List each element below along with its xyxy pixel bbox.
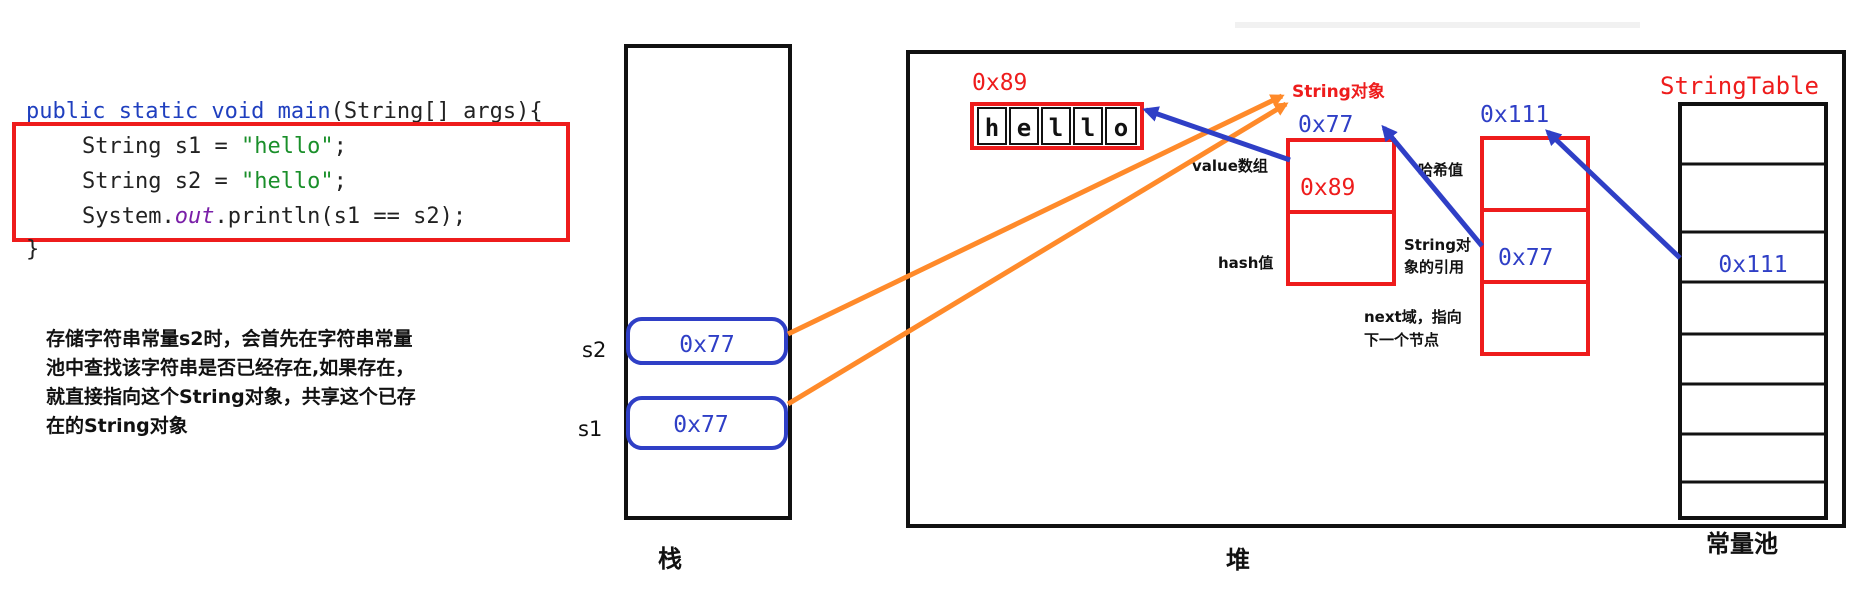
char-array xyxy=(970,102,1144,150)
string-table-entry: 0x111 xyxy=(1718,252,1787,278)
stack-frame xyxy=(624,44,792,520)
code-block: public static void main(String[] args){ … xyxy=(12,99,570,262)
s1-label: s1 xyxy=(578,417,602,441)
node-to-string-arrow xyxy=(1381,124,1484,248)
s2-label: s2 xyxy=(582,338,606,362)
s2-value: 0x77 xyxy=(679,332,734,358)
s1-to-string-arrow xyxy=(786,101,1289,407)
char-3: l xyxy=(1081,114,1095,142)
top-faint-bar xyxy=(1235,22,1640,28)
char-0: h xyxy=(985,114,999,142)
string-table-frame xyxy=(1678,102,1828,520)
code-signature: (String[] args){ xyxy=(331,99,543,124)
char-2: l xyxy=(1049,114,1063,142)
code-method-name: main xyxy=(278,99,331,124)
explanation-note: 存储字符串常量s2时，会首先在字符串常量 池中查找该字符串是否已经存在,如果存在… xyxy=(46,327,416,437)
stack-region: s2 0x77 s1 0x77 栈 xyxy=(578,44,792,573)
char-cell-3 xyxy=(1073,107,1103,145)
value-field-content: 0x89 xyxy=(1300,175,1355,201)
hash-field-label: hash值 xyxy=(1218,254,1273,272)
node-address: 0x111 xyxy=(1480,102,1549,128)
string-object-label: String对象 xyxy=(1292,81,1385,102)
char-1: e xyxy=(1017,114,1031,142)
code-line-4: System.out.println(s1 == s2); xyxy=(82,204,466,229)
note-line-2: 池中查找该字符串是否已经存在,如果存在， xyxy=(46,356,414,379)
char-array-cells: h e l l o xyxy=(977,107,1137,145)
pool-caption: 常量池 xyxy=(1706,530,1778,558)
char-cell-1 xyxy=(1009,107,1039,145)
table-to-node-arrow xyxy=(1545,129,1682,260)
char-4: o xyxy=(1114,114,1128,142)
next-label-line-2: 下一个节点 xyxy=(1364,331,1439,349)
code-keywords: public static void xyxy=(26,99,264,124)
code-line-5: } xyxy=(26,237,39,262)
value-to-array-arrow xyxy=(1142,106,1291,163)
s2-to-string-arrow xyxy=(786,93,1285,337)
code-line-1: public static void main(String[] args){ xyxy=(26,99,543,124)
ref-label-line-2: 象的引用 xyxy=(1404,258,1464,276)
note-line-3: 就直接指向这个String对象，共享这个已存 xyxy=(46,385,416,408)
s1-slot xyxy=(626,396,788,450)
string-object-address: 0x77 xyxy=(1298,112,1353,138)
char-cell-4 xyxy=(1105,107,1137,145)
heap-caption: 堆 xyxy=(1226,546,1250,574)
hash-value-label: 哈希值 xyxy=(1418,161,1463,179)
heap-region: 堆 0x89 h e l l o String对象 0x77 0x89 valu… xyxy=(906,50,1846,574)
code-highlight-box xyxy=(12,122,570,242)
node-ref-value: 0x77 xyxy=(1498,245,1553,271)
s1-value: 0x77 xyxy=(673,412,728,438)
char-cell-0 xyxy=(977,107,1007,145)
reference-arrows xyxy=(786,93,1682,407)
code-line-2: String s1 = "hello"; xyxy=(82,134,347,159)
array-address: 0x89 xyxy=(972,70,1027,96)
char-cell-2 xyxy=(1041,107,1071,145)
string-table-title: StringTable xyxy=(1660,72,1819,100)
heap-frame xyxy=(906,50,1846,528)
next-label-line-1: next域，指向 xyxy=(1364,308,1462,326)
note-line-1: 存储字符串常量s2时，会首先在字符串常量 xyxy=(46,327,413,350)
ref-label-line-1: String对 xyxy=(1404,236,1471,254)
string-table-rows xyxy=(1680,162,1826,484)
value-field-label: value数组 xyxy=(1192,157,1268,175)
stack-caption: 栈 xyxy=(658,545,682,573)
code-line-3: String s2 = "hello"; xyxy=(82,169,347,194)
note-line-4: 在的String对象 xyxy=(46,414,188,437)
s2-slot xyxy=(626,317,788,365)
